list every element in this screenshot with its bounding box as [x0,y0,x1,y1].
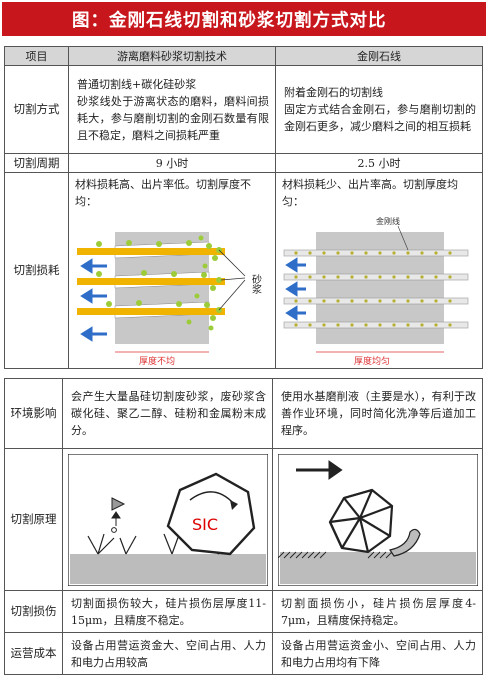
diamond-cutting-diagram: 金刚线 厚度均匀 [283,216,469,367]
motion-arrow [295,459,343,480]
comparison-table-top: 项目 游离磨料砂浆切割技术 金刚石线 切割方式 普通切割线+碳化硅砂浆 砂浆线处… [4,46,483,369]
header-diamond: 金刚石线 [275,46,483,66]
cell-diamond-damage: 切割面损伤小，硅片损伤层厚度4-7μm，且精度保持稳定。 [272,590,483,633]
diamond-wires [283,249,469,329]
diamond-grit [294,251,452,327]
row-label-cycle: 切割周期 [4,153,69,173]
cell-slurry-cycle: 9 小时 [68,153,276,173]
wire [77,278,225,285]
diamond-thickness-caption: 厚度均匀 [354,355,390,367]
diamond-method-desc: 固定方式结合金刚石，参与磨削切割的金刚石更多，减少磨料之间的相互损耗 [284,103,476,133]
cell-diamond-loss: 材料损耗少、出片率高。切割厚度均匀： [275,172,483,369]
slurry-loss-text: 材料损耗高、出片率低。切割厚度不均： [75,178,251,208]
slurry-cutting-diagram: 砂浆 厚度不均 [77,232,262,367]
cell-diamond-cost: 设备占用营运资金小、空间占用、人力和电力占用均有下降 [272,632,483,675]
slurry-label: 砂浆 [250,273,262,294]
chip-curl [388,528,421,557]
slurry-method-desc: 砂浆线处于游离状态的磨料，磨料间损耗大，参与磨削切割的金刚石数量有限且不稳定，磨… [77,94,269,142]
slurry-principle-diagram: SIC [67,453,268,586]
row-label-env: 环境影响 [4,378,63,449]
slurry-thickness-caption: 厚度不均 [139,355,175,367]
comparison-table-bottom: 环境影响 会产生大量晶硅切割废砂浆，废砂浆含碳化硅、聚乙二醇、硅粉和金属粉末成分… [4,378,483,675]
cell-slurry-env: 会产生大量晶硅切割废砂浆，废砂浆含碳化硅、聚乙二醇、硅粉和金属粉末成分。 [62,378,273,449]
row-label-damage: 切割损伤 [4,590,63,633]
fixed-diamond [328,488,393,553]
cell-slurry-damage: 切割面损伤较大，硅片损伤层厚度11-15μm，且精度不稳定。 [62,590,273,633]
cell-diamond-cycle: 2.5 小时 [275,153,483,173]
row-label-cost: 运营成本 [4,632,63,675]
chip-particle [111,496,125,511]
header-item: 项目 [4,46,69,66]
cell-slurry-method: 普通切割线+碳化硅砂浆 砂浆线处于游离状态的磨料，磨料间损耗大，参与磨削切割的金… [68,65,276,154]
diamond-loss-text: 材料损耗少、出片率高。切割厚度均匀： [282,178,458,208]
cell-slurry-loss: 材料损耗高、出片率低。切割厚度不均： [68,172,276,369]
cell-slurry-cost: 设备占用营运资金大、空间占用、人力和电力占用较高 [62,632,273,675]
cell-diamond-method: 附着金刚石的切割线 固定方式结合金刚石，参与磨削切割的金刚石更多，减少磨料之间的… [275,65,483,154]
cell-slurry-principle: SIC [62,448,273,591]
direction-arrows [285,257,306,321]
sic-abrasive-particle [166,472,255,555]
wire [77,248,225,255]
figure-title: 图：金刚石线切割和砂浆切割方式对比 [2,2,486,36]
row-label-method: 切割方式 [4,65,69,154]
diamond-method-title: 附着金刚石的切割线 [284,86,383,99]
cell-diamond-principle [272,448,483,591]
diamond-principle-diagram [277,453,478,586]
slurry-method-title: 普通切割线+碳化硅砂浆 [77,77,197,91]
direction-arrows [80,258,107,342]
sic-label: SIC [192,515,218,534]
row-label-loss: 切割损耗 [4,172,69,369]
row-label-principle: 切割原理 [4,448,63,591]
header-slurry: 游离磨料砂浆切割技术 [68,46,276,66]
cell-diamond-env: 使用水基磨削液（主要是水），有利于改善作业环境，同时简化洗净等后道加工程序。 [272,378,483,449]
wire [77,308,225,315]
diamond-wire-label: 金刚线 [376,216,400,226]
surface-hatch [277,551,392,558]
